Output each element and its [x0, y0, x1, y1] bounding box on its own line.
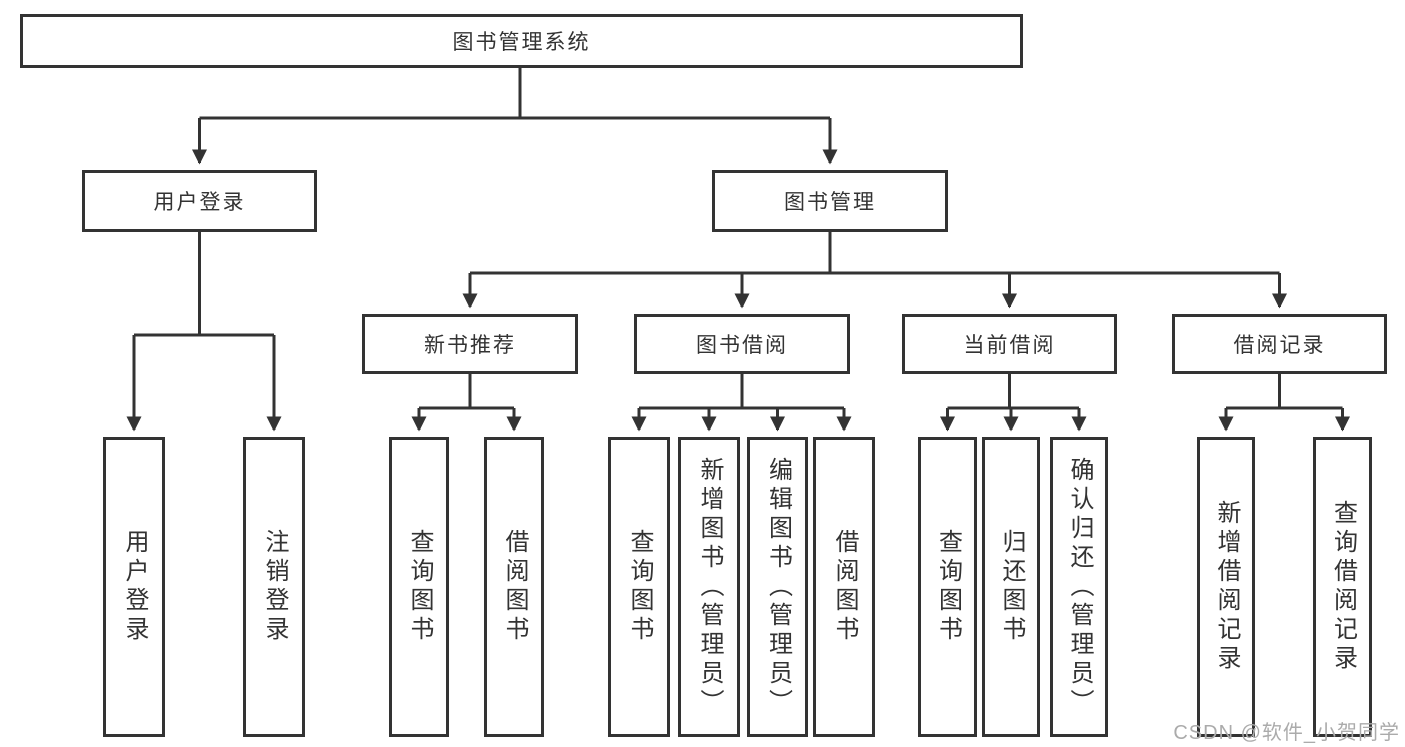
node-library-management-system-label: 图书管理系统: [452, 31, 591, 54]
leaf-query-books-1: 查询图书: [389, 437, 449, 737]
node-current-borrowing: 当前借阅: [902, 314, 1117, 374]
leaf-query-books-3: 查询图书: [918, 437, 977, 737]
leaf-query-borrow-record-label: 查询借阅记录: [1329, 500, 1357, 674]
watermark: CSDN @软件_小贺同学: [1173, 722, 1400, 744]
node-borrowing-records-label: 借阅记录: [1233, 334, 1326, 357]
leaf-user-login-label: 用户登录: [121, 529, 148, 645]
leaf-add-books-admin: 新增图书（管理员）: [678, 437, 740, 737]
leaf-add-borrow-record: 新增借阅记录: [1197, 437, 1255, 737]
node-book-borrowing: 图书借阅: [634, 314, 850, 374]
leaf-edit-books-admin-label: 编辑图书（管理员）: [764, 456, 792, 718]
node-book-management: 图书管理: [712, 170, 948, 232]
node-user-login-label: 用户登录: [153, 191, 246, 214]
leaf-borrow-books-1: 借阅图书: [484, 437, 544, 737]
leaf-query-books-1-label: 查询图书: [406, 529, 433, 645]
node-user-login: 用户登录: [82, 170, 317, 232]
leaf-query-books-3-label: 查询图书: [934, 529, 962, 645]
node-book-borrowing-label: 图书借阅: [696, 334, 788, 357]
node-new-book-recommend: 新书推荐: [362, 314, 578, 374]
leaf-return-books-label: 归还图书: [998, 529, 1025, 645]
leaf-borrow-books-2: 借阅图书: [813, 437, 875, 737]
leaf-query-books-2-label: 查询图书: [626, 529, 653, 645]
leaf-logout: 注销登录: [243, 437, 305, 737]
node-library-management-system: 图书管理系统: [20, 14, 1023, 68]
leaf-add-borrow-record-label: 新增借阅记录: [1213, 500, 1240, 674]
leaf-user-login: 用户登录: [103, 437, 165, 737]
node-borrowing-records: 借阅记录: [1172, 314, 1387, 374]
leaf-confirm-return-admin-label: 确认归还（管理员）: [1066, 456, 1093, 718]
node-current-borrowing-label: 当前借阅: [963, 334, 1056, 357]
leaf-query-borrow-record: 查询借阅记录: [1313, 437, 1372, 737]
leaf-borrow-books-2-label: 借阅图书: [831, 529, 858, 645]
node-book-management-label: 图书管理: [784, 191, 876, 214]
leaf-logout-label: 注销登录: [261, 529, 288, 645]
leaf-add-books-admin-label: 新增图书（管理员）: [696, 456, 723, 718]
leaf-return-books: 归还图书: [982, 437, 1040, 737]
node-new-book-recommend-label: 新书推荐: [424, 334, 516, 357]
leaf-query-books-2: 查询图书: [608, 437, 670, 737]
leaf-edit-books-admin: 编辑图书（管理员）: [747, 437, 808, 737]
leaf-borrow-books-1-label: 借阅图书: [501, 529, 528, 645]
leaf-confirm-return-admin: 确认归还（管理员）: [1050, 437, 1108, 737]
